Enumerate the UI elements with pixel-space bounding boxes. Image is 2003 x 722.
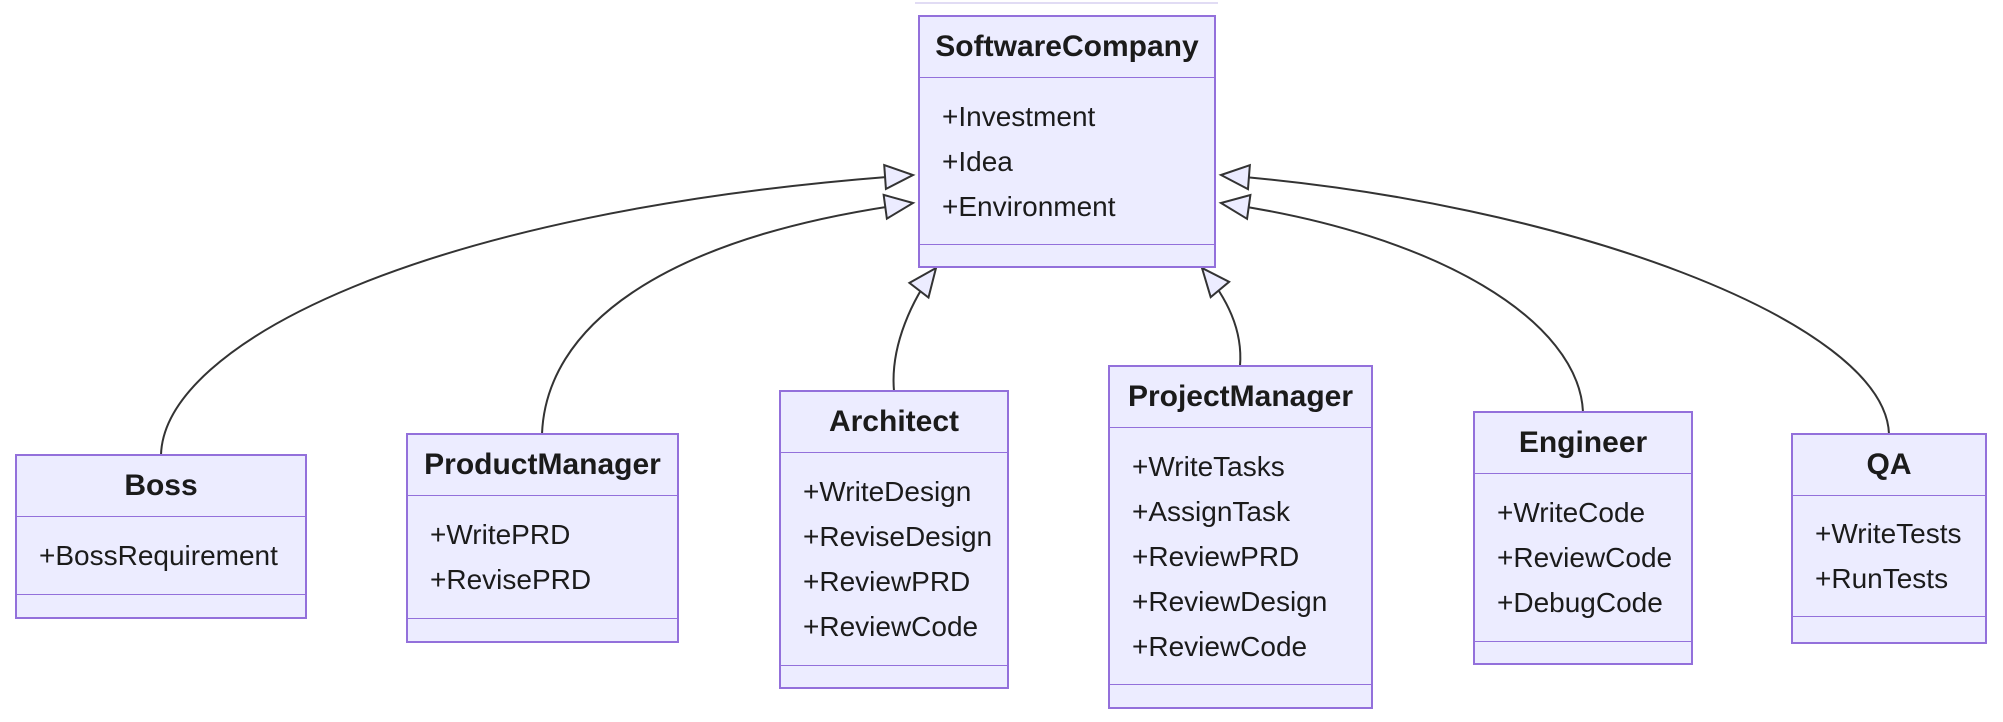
class-node-boss: Boss +BossRequirement [15, 454, 307, 619]
class-member: +ReviewCode [1132, 630, 1308, 662]
class-member: +ReviseDesign [803, 521, 993, 552]
class-node-projectmanager: ProjectManager +WriteTasks +AssignTask +… [1108, 365, 1373, 709]
class-methods-empty [408, 618, 677, 641]
class-attributes: +BossRequirement [17, 517, 305, 594]
class-attributes: +WritePRD +RevisePRD [408, 496, 677, 618]
class-attributes: +WriteCode +ReviewCode +DebugCode [1475, 474, 1691, 641]
class-member: +ReviewCode [1497, 542, 1673, 573]
class-title: ProjectManager [1110, 367, 1371, 428]
class-attributes: +WriteDesign +ReviseDesign +ReviewPRD +R… [781, 453, 1007, 665]
class-member: +ReviewDesign [1132, 585, 1328, 617]
class-member: +ReviewPRD [803, 566, 971, 597]
class-member: +Environment [942, 190, 1116, 222]
class-node-qa: QA +WriteTests +RunTests [1791, 433, 1987, 644]
class-methods-empty [920, 244, 1214, 266]
class-node-softwarecompany: SoftwareCompany +Investment +Idea +Envir… [918, 15, 1216, 268]
class-title: Engineer [1475, 413, 1691, 474]
class-member: +Investment [942, 100, 1096, 132]
class-member: +WriteDesign [803, 476, 972, 507]
class-node-productmanager: ProductManager +WritePRD +RevisePRD [406, 433, 679, 643]
class-member: +WriteTests [1815, 518, 1962, 549]
class-attributes: +WriteTests +RunTests [1793, 496, 1985, 616]
class-title: SoftwareCompany [920, 17, 1214, 78]
class-member: +ReviewPRD [1132, 540, 1300, 572]
class-member: +RevisePRD [430, 564, 592, 595]
edge-architect-inherits-softwarecompany [892, 265, 938, 392]
edge-projectmanager-inherits-softwarecompany [1200, 266, 1242, 367]
class-member: +BossRequirement [39, 540, 278, 571]
class-node-engineer: Engineer +WriteCode +ReviewCode +DebugCo… [1473, 411, 1693, 665]
class-member: +AssignTask [1132, 495, 1290, 527]
class-attributes: +WriteTasks +AssignTask +ReviewPRD +Revi… [1110, 428, 1371, 684]
class-member: +RunTests [1815, 563, 1949, 594]
class-methods-empty [17, 594, 305, 617]
class-title: Architect [781, 392, 1007, 453]
class-member: +DebugCode [1497, 587, 1663, 618]
class-node-architect: Architect +WriteDesign +ReviseDesign +Re… [779, 390, 1009, 689]
class-member: +WritePRD [430, 519, 571, 550]
class-title: Boss [17, 456, 305, 517]
class-methods-empty [1793, 616, 1985, 642]
class-methods-empty [781, 665, 1007, 687]
class-member: +WriteTasks [1132, 450, 1285, 482]
class-member: +WriteCode [1497, 497, 1646, 528]
class-methods-empty [1110, 684, 1371, 707]
class-member: +ReviewCode [803, 611, 979, 642]
class-member: +Idea [942, 145, 1013, 177]
class-title: ProductManager [408, 435, 677, 496]
diagram-top-hairline [915, 2, 1218, 4]
class-methods-empty [1475, 641, 1691, 663]
class-title: QA [1793, 435, 1985, 496]
class-attributes: +Investment +Idea +Environment [920, 78, 1214, 244]
